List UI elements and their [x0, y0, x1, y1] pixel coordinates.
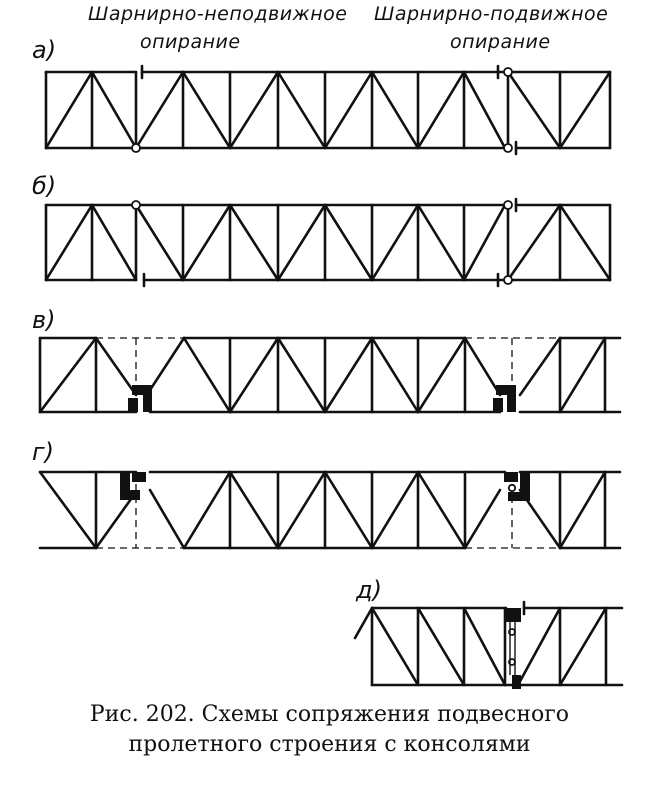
- hanger-rods: [509, 622, 516, 675]
- row-letter-d: д): [355, 576, 382, 604]
- row-letter-v: в): [32, 306, 56, 334]
- hinge-circles: [131, 67, 517, 666]
- scheme-a: [44, 64, 612, 156]
- caption-line1: Рис. 202. Схемы сопряжения подвесного: [89, 702, 570, 727]
- fixed-support-label-line2: опирание: [140, 31, 241, 53]
- row-letter-a: а): [32, 36, 56, 64]
- joint-blocks: [120, 385, 530, 689]
- fixed-support-label-line1: Шарнирно-неподвижное: [88, 3, 347, 25]
- scheme-d: [353, 600, 624, 687]
- row-letter-b: б): [32, 172, 56, 200]
- movable-support-label-line2: опирание: [450, 31, 551, 53]
- truss-scheme-diagram: Шарнирно-неподвижное опирание Шарнирно-п…: [32, 3, 624, 689]
- figure-caption: Рис. 202. Схемы сопряжения подвесного пр…: [0, 700, 659, 760]
- movable-support-label-line1: Шарнирно-подвижное: [374, 3, 608, 25]
- row-letter-g: г): [32, 438, 54, 466]
- scheme-b: [44, 197, 612, 288]
- scheme-g: [38, 470, 622, 550]
- scheme-v: [38, 336, 622, 414]
- caption-line2: пролетного строения с консолями: [128, 732, 531, 757]
